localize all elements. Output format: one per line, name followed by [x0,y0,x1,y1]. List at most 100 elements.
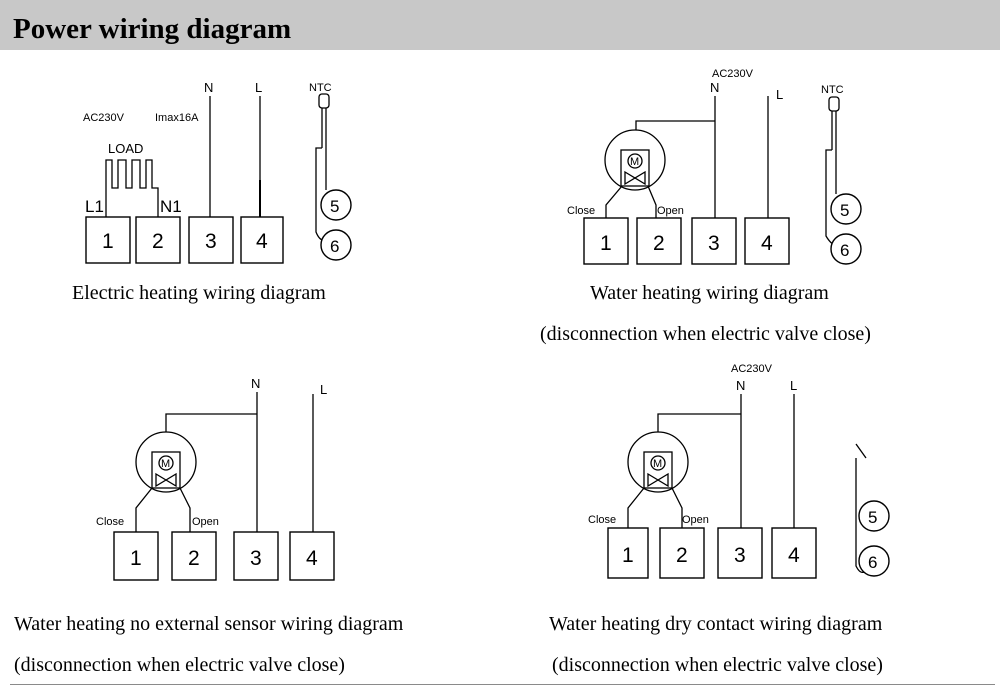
terminal-5-label: 5 [868,508,877,527]
close-wire [135,487,153,532]
terminal-2-label: 2 [152,230,164,253]
terminal-4 [289,531,335,581]
water-heating-diagram: AC230V N L NTC M Close Open 1 2 3 4 5 [567,68,862,265]
terminal-1 [607,527,649,579]
terminal-5 [320,189,352,221]
terminal-1 [583,217,629,265]
terminal-6-label: 6 [840,241,849,260]
ntc-probe-icon [828,96,840,112]
terminal-3 [717,527,763,579]
close-label: Close [96,516,124,528]
terminal-1 [113,531,159,581]
open-label: Open [192,516,219,528]
motor-label: M [653,458,662,470]
open-wire [647,185,657,218]
terminal-4 [771,527,817,579]
terminal-1-label: 1 [600,232,612,255]
valve-symbol [155,472,177,488]
open-label: Open [657,205,684,217]
n-label: N [204,80,213,95]
close-wire [605,185,623,218]
ntc-lead-6 [315,147,327,241]
header-bar: Power wiring diagram [0,0,1000,50]
valve-symbol [647,472,669,488]
valve-motor-icon [627,431,689,493]
terminal-4-label: 4 [788,544,800,567]
l1-label: L1 [85,197,104,216]
terminal-4-label: 4 [761,232,773,255]
terminal-2 [659,527,705,579]
valve-supply-wire [657,413,741,432]
n1-label: N1 [160,197,182,216]
open-wire [179,487,191,532]
terminal-5-label: 5 [840,201,849,220]
ntc-lead-6 [825,149,837,245]
motor-label: M [630,156,639,168]
page-title: Power wiring diagram [13,13,292,45]
caption-water-heating-note: (disconnection when electric valve close… [540,323,871,345]
terminal-6 [320,229,352,261]
caption-no-sensor: Water heating no external sensor wiring … [14,613,404,635]
terminal-1-label: 1 [622,544,634,567]
terminal-2 [135,216,181,264]
l-label: L [320,382,327,397]
load-heater-symbol [105,159,159,217]
terminal-3-label: 3 [734,544,746,567]
terminal-3 [233,531,279,581]
terminal-2-label: 2 [653,232,665,255]
terminal-1-label: 1 [102,230,114,253]
terminal-1 [85,216,131,264]
terminal-2 [636,217,682,265]
terminal-5-label: 5 [330,197,339,216]
l-label: L [790,378,797,393]
ac230v-label: AC230V [83,112,125,124]
ntc-label: NTC [821,84,844,96]
imax-label: Imax16A [155,112,199,124]
terminal-3-label: 3 [708,232,720,255]
caption-electric-heating: Electric heating wiring diagram [72,282,326,304]
close-label: Close [588,514,616,526]
terminal-4-label: 4 [306,547,318,570]
motor-label: M [161,458,170,470]
ac230v-label: AC230V [712,68,754,80]
motor-symbol [158,455,174,471]
motor-symbol [650,455,666,471]
terminal-5 [858,500,890,532]
valve-body [151,451,181,489]
ac230v-label: AC230V [731,363,773,375]
terminal-3-label: 3 [250,547,262,570]
terminal-6-label: 6 [330,237,339,256]
terminal-2-label: 2 [676,544,688,567]
ntc-label: NTC [309,82,332,94]
n-label: N [710,80,719,95]
valve-supply-wire [635,120,715,130]
terminal-6 [858,545,890,577]
valve-motor-icon [604,129,666,191]
water-heating-dry-contact-diagram: AC230V N L M Close Open 1 2 3 4 5 6 [588,363,890,579]
terminal-2 [171,531,217,581]
caption-dry-contact: Water heating dry contact wiring diagram [549,613,883,635]
valve-body [620,149,650,187]
caption-no-sensor-note: (disconnection when electric valve close… [14,654,345,676]
caption-dry-contact-note: (disconnection when electric valve close… [552,654,883,676]
terminal-4 [240,216,284,264]
open-label: Open [682,514,709,526]
terminal-4-label: 4 [256,230,268,253]
valve-motor-icon [135,431,197,493]
caption-water-heating: Water heating wiring diagram [590,282,829,304]
terminal-3-label: 3 [205,230,217,253]
terminal-1-label: 1 [130,547,142,570]
terminal-6-label: 6 [868,553,877,572]
valve-body [643,451,673,489]
close-wire [627,487,645,528]
terminal-3 [188,216,234,264]
terminal-3 [691,217,737,265]
valve-symbol [624,170,646,186]
n-label: N [736,378,745,393]
ntc-probe-icon [318,93,330,109]
water-heating-no-sensor-diagram: N L M Close Open 1 2 3 4 [96,376,335,581]
electric-heating-diagram: N L NTC AC230V Imax16A LOAD L1 N1 1 2 3 … [83,80,352,264]
motor-symbol [627,153,643,169]
terminal-6 [830,233,862,265]
